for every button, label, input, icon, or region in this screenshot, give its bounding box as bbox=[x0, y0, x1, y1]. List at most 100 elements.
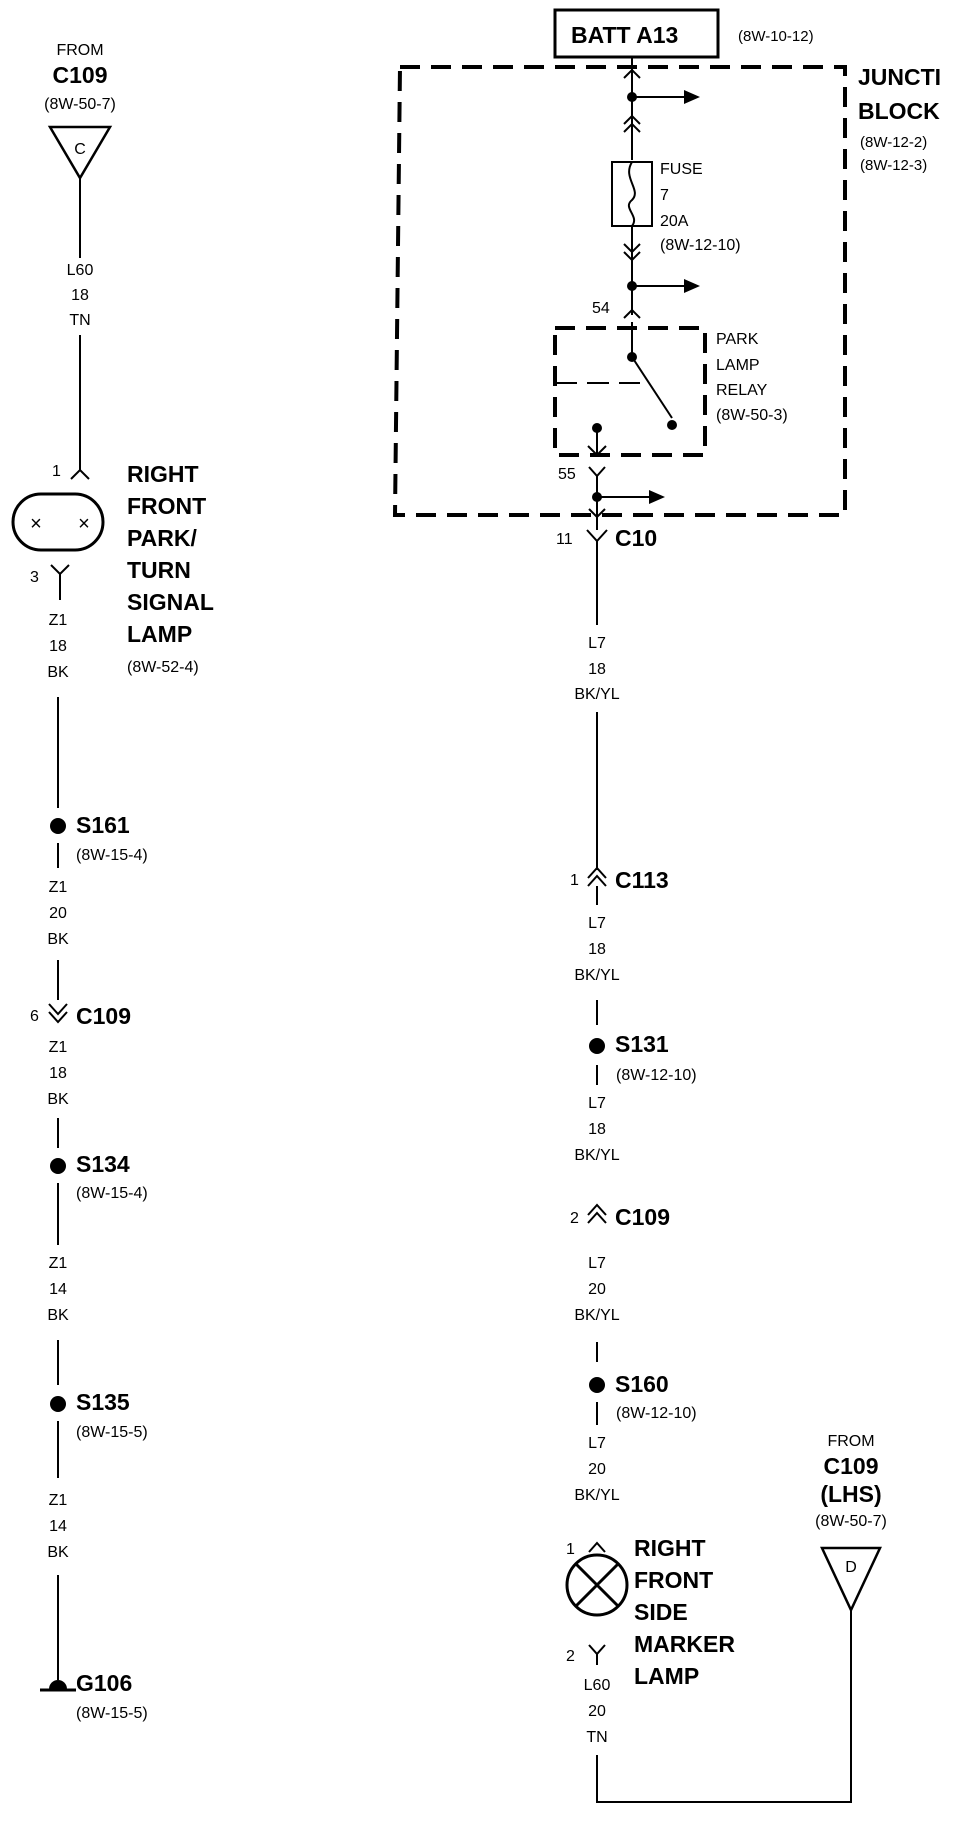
from-c109-left-connector: C109 bbox=[53, 62, 108, 88]
wire-l60-18-color: TN bbox=[69, 312, 90, 329]
relay-label-1: PARK bbox=[716, 331, 759, 348]
park-turn-label-1: RIGHT bbox=[127, 461, 199, 487]
junction-block-outline bbox=[392, 65, 847, 517]
fuse-number: 7 bbox=[660, 187, 669, 204]
park-turn-label-2: FRONT bbox=[127, 493, 206, 519]
wire-l7-20-a-circuit: L7 bbox=[588, 1255, 606, 1272]
wire-l7-18-b-gauge: 18 bbox=[588, 941, 606, 958]
batt-a13-label: BATT A13 bbox=[571, 22, 678, 48]
s160-label: S160 bbox=[615, 1371, 669, 1397]
junction-block-label-2: BLOCK bbox=[858, 98, 940, 124]
wire-l60-20-circuit: L60 bbox=[584, 1677, 611, 1694]
wire-z1-18-b-color: BK bbox=[47, 1091, 69, 1108]
park-turn-label-6: LAMP bbox=[127, 621, 192, 647]
s160-splice-dot bbox=[589, 1377, 605, 1393]
fuse-bottom-connector bbox=[623, 243, 641, 262]
s161-label: S161 bbox=[76, 812, 130, 838]
wire-l7-20-a-color: BK/YL bbox=[574, 1307, 619, 1324]
c113-pin: 1 bbox=[570, 872, 579, 889]
batt-connector-symbol bbox=[623, 68, 641, 79]
fuse-element bbox=[627, 161, 636, 227]
wire-l7-20-a-gauge: 20 bbox=[588, 1281, 606, 1298]
wire-z1-14-a-color: BK bbox=[47, 1307, 69, 1324]
park-turn-label-3: PARK/ bbox=[127, 525, 197, 551]
fuse-body bbox=[611, 161, 653, 227]
wire-l7-18-a-gauge: 18 bbox=[588, 661, 606, 678]
relay-pin-55: 55 bbox=[558, 466, 576, 483]
batt-ref: (8W-10-12) bbox=[738, 28, 814, 45]
relay-contact-dot bbox=[667, 420, 677, 430]
s135-label: S135 bbox=[76, 1389, 130, 1415]
park-turn-label-4: TURN bbox=[127, 557, 191, 583]
wire-l7-20-b-gauge: 20 bbox=[588, 1461, 606, 1478]
s134-label: S134 bbox=[76, 1151, 130, 1177]
s161-splice-dot bbox=[50, 818, 66, 834]
from-c109-left-letter: C bbox=[74, 141, 86, 158]
from-c109-lhs-side: (LHS) bbox=[820, 1481, 881, 1507]
wire-z1-20-color: BK bbox=[47, 931, 69, 948]
wire-z1-14-b-gauge: 14 bbox=[49, 1518, 67, 1535]
fuse-ref: (8W-12-10) bbox=[660, 237, 741, 254]
wire-z1-20-gauge: 20 bbox=[49, 905, 67, 922]
batt-a13-box bbox=[553, 8, 720, 59]
batt-branch-arrowhead bbox=[684, 90, 700, 104]
side-marker-top-connector bbox=[588, 1541, 606, 1553]
g106-ref: (8W-15-5) bbox=[76, 1705, 148, 1722]
s160-ref: (8W-12-10) bbox=[616, 1405, 697, 1422]
from-c109-lhs-ref: (8W-50-7) bbox=[815, 1513, 887, 1530]
g106-ground-icon bbox=[49, 1680, 67, 1689]
wire-l7-18-a-circuit: L7 bbox=[588, 635, 606, 652]
side-marker-label-4: MARKER bbox=[634, 1631, 735, 1657]
park-turn-ref: (8W-52-4) bbox=[127, 659, 199, 676]
park-turn-lamp-x-right: × bbox=[78, 513, 90, 535]
side-marker-label-5: LAMP bbox=[634, 1663, 699, 1689]
park-turn-bottom-connector bbox=[50, 564, 70, 576]
wire-z1-18-b-circuit: Z1 bbox=[49, 1039, 68, 1056]
s134-splice-dot bbox=[50, 1158, 66, 1174]
from-c109-lhs-connector: C109 bbox=[824, 1453, 879, 1479]
side-marker-label-2: FRONT bbox=[634, 1567, 713, 1593]
wire-z1-14-b-color: BK bbox=[47, 1544, 69, 1561]
relay-pin-54-connector bbox=[623, 308, 641, 319]
s131-ref: (8W-12-10) bbox=[616, 1067, 697, 1084]
wire-l60-18-gauge: 18 bbox=[71, 287, 89, 304]
side-marker-pin-bottom: 2 bbox=[566, 1648, 575, 1665]
wire-z1-18-a-color: BK bbox=[47, 664, 69, 681]
junction-block-ref-1: (8W-12-2) bbox=[860, 134, 927, 151]
c109-left-pin: 6 bbox=[30, 1008, 39, 1025]
wire-l7-18-c-gauge: 18 bbox=[588, 1121, 606, 1138]
wire-z1-18-a-gauge: 18 bbox=[49, 638, 67, 655]
side-marker-label-1: RIGHT bbox=[634, 1535, 706, 1561]
wire-l7-18-c-color: BK/YL bbox=[574, 1147, 619, 1164]
side-marker-label-3: SIDE bbox=[634, 1599, 688, 1625]
c109-right-connector-symbol bbox=[587, 1203, 607, 1224]
wire-l7-20-b-circuit: L7 bbox=[588, 1435, 606, 1452]
c113-connector-symbol bbox=[587, 866, 607, 887]
from-c109-lhs-letter: D bbox=[845, 1559, 857, 1576]
c113-label: C113 bbox=[615, 867, 669, 893]
fuse-label: FUSE bbox=[660, 161, 703, 178]
s131-label: S131 bbox=[615, 1031, 669, 1057]
from-c109-left-ref: (8W-50-7) bbox=[44, 96, 116, 113]
wire-z1-18-a-circuit: Z1 bbox=[49, 612, 68, 629]
wire-z1-20-circuit: Z1 bbox=[49, 879, 68, 896]
relay-label-2: LAMP bbox=[716, 357, 760, 374]
wire-l7-18-c-circuit: L7 bbox=[588, 1095, 606, 1112]
c109-right-pin: 2 bbox=[570, 1210, 579, 1227]
g106-label: G106 bbox=[76, 1670, 132, 1696]
from-c109-left-triangle-icon bbox=[47, 125, 113, 181]
relay-label-3: RELAY bbox=[716, 382, 768, 399]
park-turn-lamp-x-left: × bbox=[30, 513, 42, 535]
c109-right-label: C109 bbox=[615, 1204, 670, 1230]
wire-z1-14-a-circuit: Z1 bbox=[49, 1255, 68, 1272]
wire-z1-14-b-circuit: Z1 bbox=[49, 1492, 68, 1509]
side-marker-bottom-connector bbox=[588, 1644, 606, 1656]
c109-left-connector-symbol bbox=[48, 1003, 68, 1024]
side-marker-pin-top: 1 bbox=[566, 1541, 575, 1558]
wire-l7-18-b-circuit: L7 bbox=[588, 915, 606, 932]
s135-ref: (8W-15-5) bbox=[76, 1424, 148, 1441]
side-marker-lamp-cross bbox=[574, 1562, 620, 1608]
relay-pin-55-connector bbox=[588, 466, 606, 478]
park-turn-top-connector bbox=[70, 468, 90, 480]
